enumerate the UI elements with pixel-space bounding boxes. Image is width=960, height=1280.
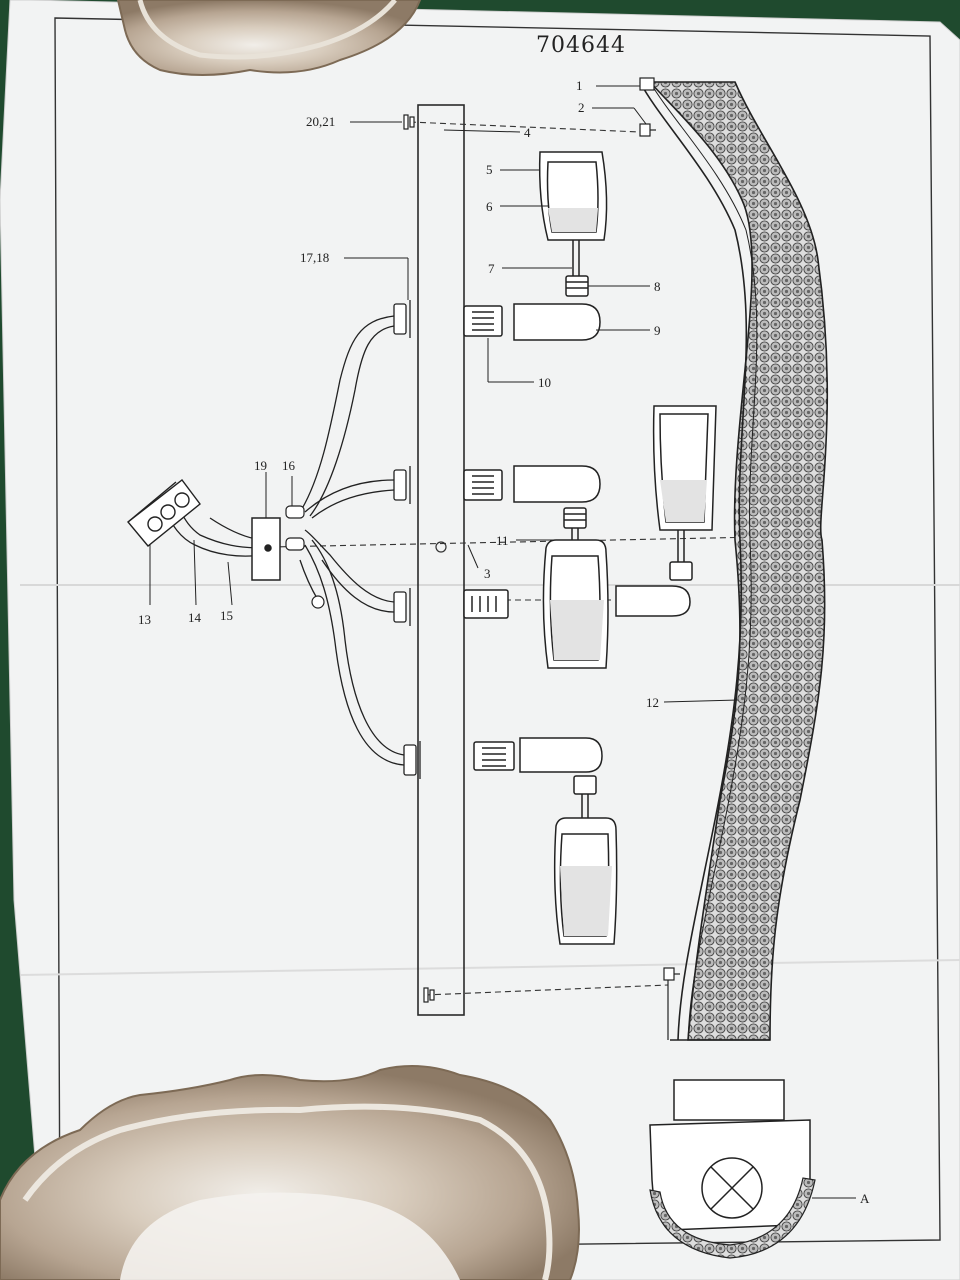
center-hole	[435, 541, 447, 553]
callout-16: 16	[282, 458, 296, 473]
bracket-screw-top	[639, 123, 656, 137]
callout-6: 6	[486, 199, 493, 214]
callout-5: 5	[486, 162, 493, 177]
terminal-block	[251, 517, 281, 581]
dashed-line-center	[269, 536, 761, 548]
model-number: 704644	[536, 33, 626, 58]
callout-12: 12	[646, 695, 659, 710]
dashed-line-bottom	[424, 984, 669, 996]
callout-4: 4	[524, 125, 531, 140]
junction-box	[126, 479, 201, 547]
callout-2: 2	[578, 100, 585, 115]
bracket-top	[639, 77, 655, 91]
panel-frame-inner	[649, 81, 758, 1041]
agate-slice-bottom-core	[120, 1192, 460, 1280]
lamp-shade-right	[652, 405, 717, 581]
callout-20-21: 20,21	[306, 114, 335, 129]
wires	[164, 315, 405, 766]
fold-line-2	[19, 959, 960, 976]
callout-15: 15	[220, 608, 233, 623]
lamp-shade-middle	[542, 507, 609, 669]
bulb-socket-row-4	[473, 737, 603, 773]
mounting-bar	[417, 104, 465, 1016]
callout-1: 1	[576, 78, 583, 93]
screw-top	[403, 114, 415, 130]
callout-a: A	[860, 1191, 870, 1206]
agate-slice-top	[116, 0, 422, 76]
bracket-screw-bottom	[663, 967, 680, 1040]
leader-lines	[149, 85, 856, 1199]
callout-13: 13	[138, 612, 151, 627]
callout-11: 11	[496, 533, 509, 548]
agate-slice-top-band	[137, 0, 397, 60]
callout-17-18: 17,18	[300, 250, 329, 265]
callout-9: 9	[654, 323, 661, 338]
bulb-socket-row-3	[463, 585, 691, 619]
detail-view-a	[649, 1079, 811, 1231]
detail-crystal-row	[649, 1177, 816, 1259]
lamp-shade-lower	[553, 775, 618, 945]
screw-bottom	[423, 987, 435, 1003]
dashed-line-top	[409, 121, 641, 133]
bulb-socket-row-1	[463, 303, 601, 341]
bar-sockets	[393, 300, 421, 779]
callout-3: 3	[484, 566, 491, 581]
panel-frame	[639, 81, 748, 1041]
bulb-socket-row-2	[463, 465, 601, 503]
callout-14: 14	[188, 610, 202, 625]
callout-7: 7	[488, 261, 495, 276]
lamp-shade-upper	[538, 151, 608, 297]
page-border	[54, 17, 941, 1251]
agate-slice-bottom	[0, 1065, 580, 1280]
callout-8: 8	[654, 279, 661, 294]
callout-10: 10	[538, 375, 551, 390]
agate-slice-bottom-band	[22, 1103, 553, 1280]
callout-19: 19	[254, 458, 267, 473]
wire-connectors	[285, 505, 325, 609]
